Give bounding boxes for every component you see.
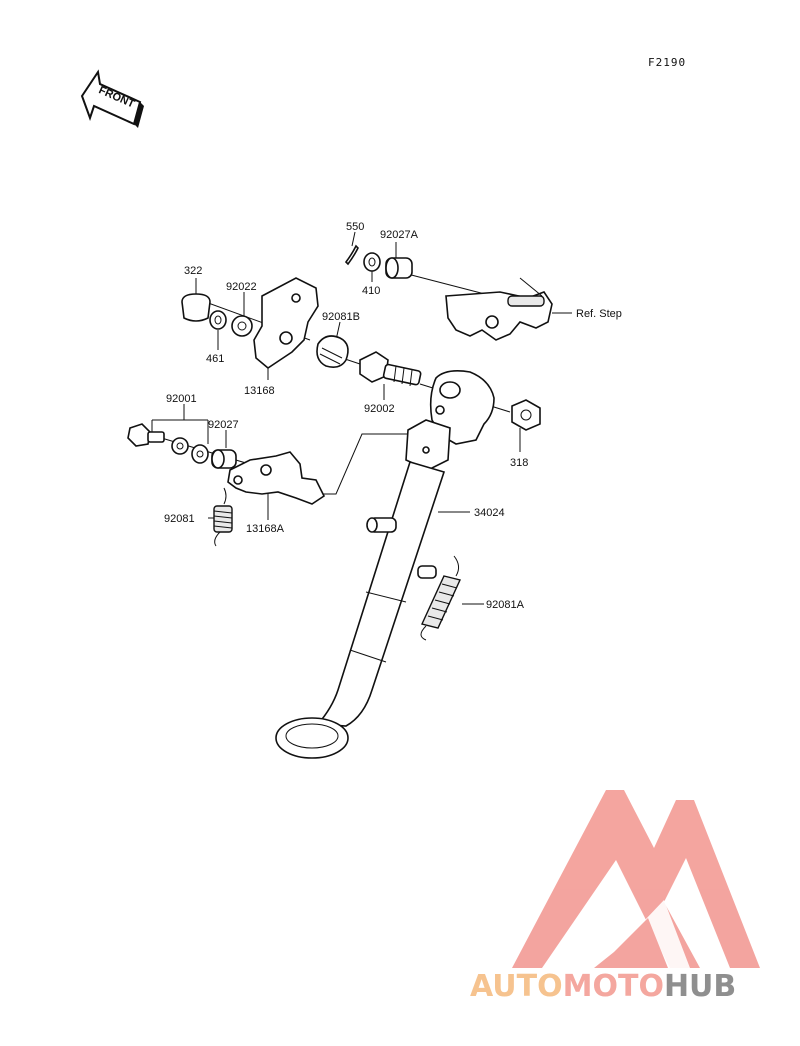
watermark-text: AUTOMOTOHUB	[470, 969, 736, 1004]
part-label-13168: 13168	[244, 385, 275, 397]
nut-318	[511, 399, 541, 431]
cap-nut-322	[181, 293, 211, 322]
collar-92027	[211, 449, 237, 469]
cotter-pin-550	[344, 244, 359, 266]
spacer-92022	[231, 315, 253, 337]
part-label-318: 318	[510, 457, 528, 469]
reference-label: Ref. Step	[576, 308, 622, 320]
spring-92081	[213, 487, 233, 547]
watermark-auto: AUTO	[470, 969, 563, 1004]
washer-461	[209, 310, 227, 330]
watermark-moto: MOTO	[563, 969, 664, 1004]
watermark-hub: HUB	[664, 969, 736, 1004]
part-label-550: 550	[346, 221, 364, 233]
washer-small-1	[171, 437, 189, 455]
part-label-322: 322	[184, 265, 202, 277]
side-stand-34024	[275, 370, 495, 759]
spring-92081A	[420, 555, 461, 641]
spring-92081B	[316, 335, 349, 368]
part-label-92081A: 92081A	[486, 599, 525, 611]
part-label-13168A: 13168A	[246, 523, 285, 535]
part-label-92002: 92002	[364, 403, 395, 415]
part-label-92022: 92022	[226, 281, 257, 293]
part-label-34024: 34024	[474, 507, 505, 519]
front-arrow-icon: FRONT	[80, 69, 144, 128]
collar-92027A	[385, 257, 413, 279]
part-label-92027A: 92027A	[380, 229, 419, 241]
washer-small-2	[191, 444, 209, 464]
part-label-92027: 92027	[208, 419, 239, 431]
part-labels: 322 92022 461 13168 92081B 550 92027A 41…	[164, 221, 622, 611]
watermark-logo: AUTOMOTOHUB	[470, 790, 760, 1004]
plate-13168A	[227, 451, 326, 505]
washer-410	[363, 252, 381, 272]
watermark-triangle-icon	[512, 790, 760, 968]
part-label-461: 461	[206, 353, 224, 365]
bolt-92002	[359, 351, 422, 387]
part-label-410: 410	[362, 285, 380, 297]
bolt-92001	[127, 423, 165, 447]
part-label-92001: 92001	[166, 393, 197, 405]
figure-code: F2190	[648, 56, 686, 69]
part-label-92081B: 92081B	[322, 311, 360, 323]
part-label-92081: 92081	[164, 513, 195, 525]
ref-step-bracket	[445, 277, 553, 341]
plate-13168	[253, 277, 319, 369]
leader-lines	[147, 231, 572, 605]
